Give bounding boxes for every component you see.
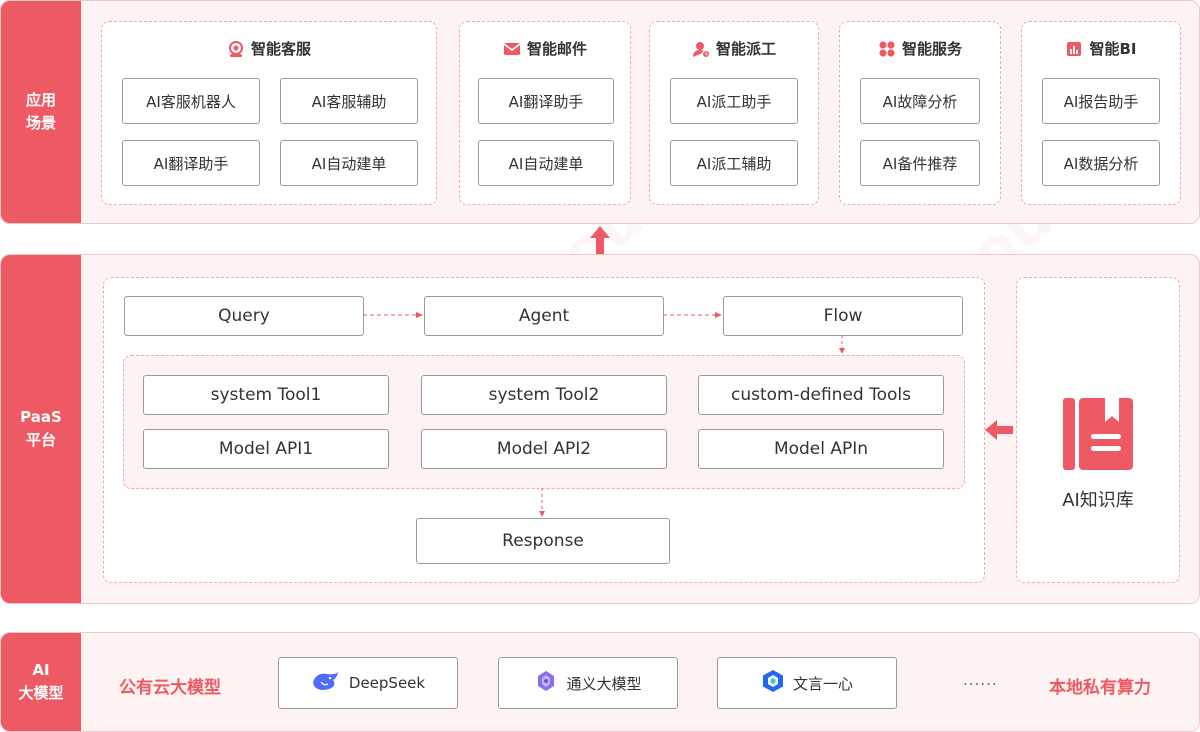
model-api-n[interactable]: Model APIn (698, 429, 944, 469)
app-item[interactable]: AI客服机器人 (122, 78, 260, 124)
application-band-label: 应用 场景 (1, 1, 81, 223)
model-api-1[interactable]: Model API1 (143, 429, 389, 469)
response-node[interactable]: Response (416, 518, 670, 564)
wenxin-icon (761, 669, 785, 697)
app-item[interactable]: AI翻译助手 (478, 78, 614, 124)
tongyi-icon (534, 669, 558, 697)
up-arrow-icon (590, 226, 610, 254)
public-cloud-label: 公有云大模型 (119, 678, 221, 698)
bar-chart-icon (1065, 40, 1083, 58)
query-node[interactable]: Query (124, 296, 364, 336)
model-wenxin[interactable]: 文言一心 (717, 657, 897, 709)
paas-platform-band: PaaS 平台 Query Agent Flow system Tool1 sy… (0, 254, 1200, 604)
more-models-ellipsis: ...... (963, 671, 998, 689)
system-tool-2[interactable]: system Tool2 (421, 375, 667, 415)
app-item[interactable]: AI自动建单 (478, 140, 614, 186)
group-smart-customer-service: 智能客服 AI客服机器人 AI客服辅助 AI翻译助手 AI自动建单 (101, 21, 437, 205)
deepseek-whale-icon (311, 670, 341, 696)
group-smart-bi: 智能BI AI报告助手 AI数据分析 (1021, 21, 1181, 205)
service-grid-icon (878, 40, 896, 58)
paas-band-label: PaaS 平台 (1, 255, 81, 603)
app-item[interactable]: AI故障分析 (860, 78, 980, 124)
app-item[interactable]: AI派工辅助 (670, 140, 798, 186)
book-icon (1063, 398, 1133, 470)
ai-band-label: AI 大模型 (1, 633, 81, 731)
app-item[interactable]: AI数据分析 (1042, 140, 1160, 186)
app-item[interactable]: AI翻译助手 (122, 140, 260, 186)
app-item[interactable]: AI派工助手 (670, 78, 798, 124)
custom-defined-tools[interactable]: custom-defined Tools (698, 375, 944, 415)
model-name: 文言一心 (792, 674, 853, 693)
app-item[interactable]: AI报告助手 (1042, 78, 1160, 124)
model-name: DeepSeek (348, 674, 426, 692)
group-title: 智能服务 (901, 40, 962, 58)
mail-icon (503, 40, 521, 58)
group-title: 智能客服 (250, 40, 311, 58)
app-item[interactable]: AI客服辅助 (280, 78, 418, 124)
flow-node[interactable]: Flow (723, 296, 963, 336)
dispatch-worker-icon (692, 40, 710, 58)
ai-model-band: AI 大模型 公有云大模型 DeepSeek 通义大模型 文言一心 ......… (0, 632, 1200, 732)
group-title: 智能BI (1089, 40, 1137, 58)
application-scenarios-band: 应用 场景 智能客服 AI客服机器人 AI客服辅助 AI翻译助手 AI自动建单 … (0, 0, 1200, 224)
group-smart-dispatch: 智能派工 AI派工助手 AI派工辅助 (649, 21, 819, 205)
model-deepseek[interactable]: DeepSeek (278, 657, 458, 709)
group-title: 智能派工 (715, 40, 776, 58)
app-item[interactable]: AI自动建单 (280, 140, 418, 186)
knowledge-base-label: AI知识库 (1062, 490, 1134, 511)
knowledge-base-panel[interactable]: AI知识库 (1016, 277, 1180, 583)
model-api-2[interactable]: Model API2 (421, 429, 667, 469)
group-title: 智能邮件 (526, 40, 587, 58)
app-item[interactable]: AI备件推荐 (860, 140, 980, 186)
system-tool-1[interactable]: system Tool1 (143, 375, 389, 415)
model-tongyi[interactable]: 通义大模型 (498, 657, 678, 709)
customer-service-icon (227, 40, 245, 58)
group-smart-mail: 智能邮件 AI翻译助手 AI自动建单 (459, 21, 631, 205)
private-compute-label: 本地私有算力 (1049, 678, 1151, 698)
agent-node[interactable]: Agent (424, 296, 664, 336)
group-smart-service: 智能服务 AI故障分析 AI备件推荐 (839, 21, 1001, 205)
model-name: 通义大模型 (566, 674, 642, 693)
